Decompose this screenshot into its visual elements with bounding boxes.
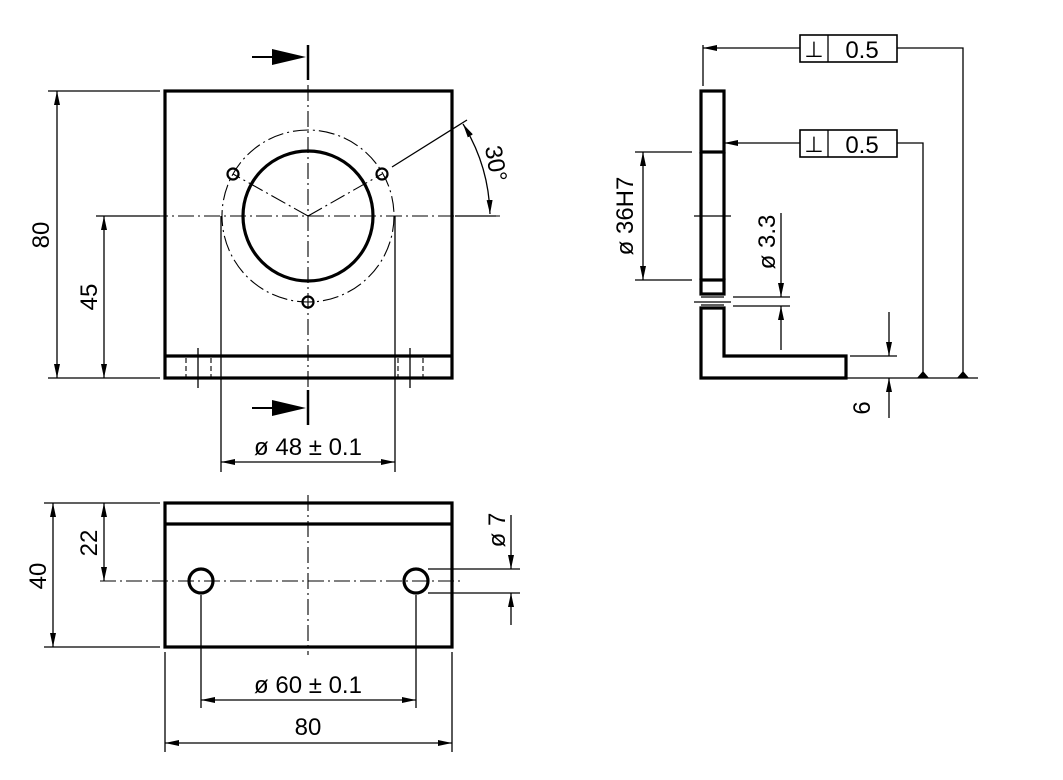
dim-small-hole: ø 3.3 <box>733 213 790 350</box>
mounting-hole <box>187 567 215 595</box>
dim-label: ø 60 ± 0.1 <box>254 672 362 699</box>
bolt-hole <box>375 167 389 181</box>
tolerance-frame-1: ⊥ 0.5 <box>702 34 969 378</box>
dim-45: 45 <box>76 215 160 378</box>
dim-width: 80 <box>164 652 453 752</box>
hole-radial-line <box>307 173 383 217</box>
dim-bore: ø 36H7 <box>612 151 692 281</box>
bottom-view: 40 22 ø 7 ø 60 ± 0.1 80 <box>25 495 520 752</box>
dim-label: ø 7 <box>484 513 511 548</box>
dim-angle: 30° <box>391 119 512 217</box>
datum-triangle <box>917 371 929 378</box>
perpendicularity-symbol: ⊥ <box>804 132 823 157</box>
section-hatch <box>699 89 726 154</box>
dim-label: ø 3.3 <box>754 215 781 270</box>
perpendicularity-symbol: ⊥ <box>804 37 823 62</box>
dim-label: 80 <box>28 222 55 249</box>
dim-label: 40 <box>25 563 52 590</box>
bore-circle <box>241 149 375 283</box>
dim-hole-spacing: ø 60 ± 0.1 <box>200 595 417 708</box>
section-arrow-top <box>252 45 310 80</box>
dim-hole: ø 7 <box>428 513 520 625</box>
tolerance-frame-2: ⊥ 0.5 <box>724 129 929 378</box>
tolerance-value: 0.5 <box>845 132 878 159</box>
dim-bolt-circle: ø 48 ± 0.1 <box>220 216 396 472</box>
tolerance-value: 0.5 <box>845 37 878 64</box>
hole-radial-line <box>232 173 309 217</box>
side-view: ⊥ 0.5 ⊥ 0.5 ø 36H7 ø 3.3 <box>612 34 978 418</box>
dim-label: 80 <box>295 714 322 741</box>
dim-40: 40 <box>25 502 160 648</box>
dim-label: ø 36H7 <box>612 177 639 256</box>
dim-label: 30° <box>479 143 512 183</box>
bolt-hole <box>301 295 315 309</box>
bolt-hole <box>226 167 240 181</box>
section-arrow-bottom <box>252 390 310 425</box>
dim-label: 45 <box>76 284 103 311</box>
dim-80-front: 80 <box>28 90 160 379</box>
dim-22: 22 <box>76 503 107 581</box>
section-hatch <box>699 278 726 296</box>
dim-label: ø 48 ± 0.1 <box>254 434 362 461</box>
mounting-hole <box>402 567 430 595</box>
bolt-circle <box>221 129 395 303</box>
dim-thickness: 6 <box>849 312 897 418</box>
datum-triangle <box>957 371 969 378</box>
dim-label: 6 <box>849 401 876 414</box>
front-view: 80 45 ø 48 ± 0.1 30° <box>28 45 512 472</box>
section-hatch <box>699 306 848 380</box>
dim-label: 22 <box>76 530 103 557</box>
